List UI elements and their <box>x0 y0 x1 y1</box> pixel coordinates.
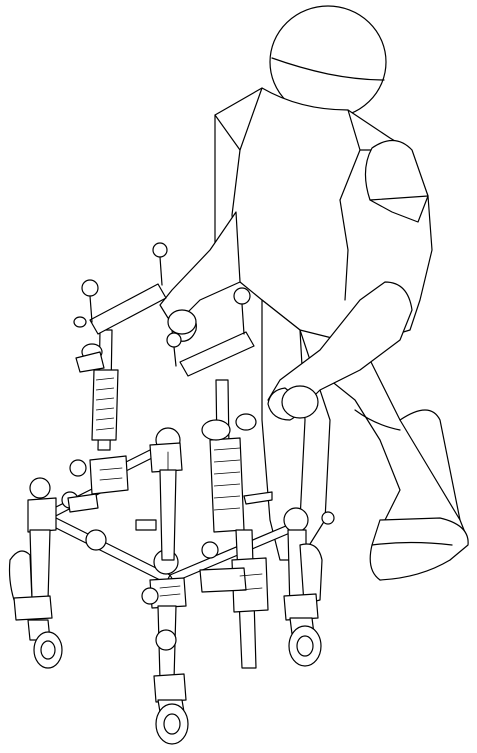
caster-wheel-icon <box>155 699 189 745</box>
walker-rear-center-leg <box>199 529 269 669</box>
caster-wheel-icon <box>288 617 322 667</box>
walker-right-column <box>166 287 273 533</box>
walker-front-center-leg <box>149 549 189 745</box>
walker-front-left-leg <box>8 477 63 669</box>
person-figure <box>159 5 469 581</box>
walker-detail-lines <box>99 451 263 597</box>
person-head <box>269 5 387 119</box>
person-torso <box>214 87 433 346</box>
walker-left-column <box>73 242 168 451</box>
person-back-hand <box>167 309 197 335</box>
walker-center-clamp <box>61 427 219 605</box>
walker-rear-right-leg <box>283 507 335 667</box>
walker-frame <box>8 242 335 745</box>
caster-wheel-icon <box>27 619 63 669</box>
person-near-arm <box>267 281 413 421</box>
